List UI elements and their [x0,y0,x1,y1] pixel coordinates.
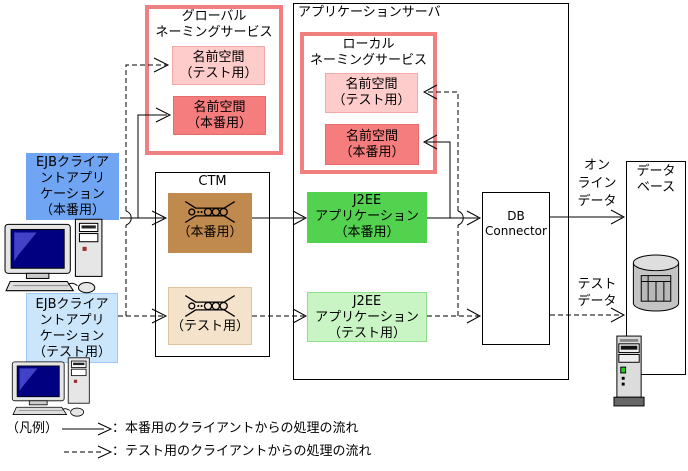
app-server-title: アプリケーションサーバ [298,5,441,20]
global-naming-title: グローバル ネーミングサービス [155,9,273,40]
global-namespace-prod-box: 名前空間 （本番用） [173,96,266,135]
test-data-label: テスト データ [577,277,617,309]
legend-title: （凡例） [6,421,59,436]
queue-icon [184,295,236,317]
db-connector-box: DB Connector [482,192,550,345]
local-naming-title: ローカル ネーミングサービス [309,37,427,68]
local-namespace-test-box: 名前空間 （テスト用） [325,73,418,113]
ctm-queue-test-label: （テスト用） [170,319,249,334]
computer-icon [4,218,103,294]
legend-solid-label: ：本番用のクライアントからの処理の流れ [112,421,359,436]
ctm-title: CTM [198,174,227,189]
ctm-queue-test-box: （テスト用） [168,287,252,345]
queue-icon [184,201,236,223]
database-title: データ ベース [636,164,676,195]
local-namespace-prod-box: 名前空間 （本番用） [325,124,419,165]
global-namespace-test-box: 名前空間 （テスト用） [172,46,265,85]
j2ee-app-prod-box: J2EE アプリケーション （本番用） [307,192,427,243]
database-cylinder-icon [632,254,680,312]
online-data-label: オン ライン データ [577,158,617,209]
db-connector-label: DB Connector [485,209,547,238]
ctm-queue-prod-label: （本番用） [177,225,243,240]
server-tower-icon [613,335,645,407]
j2ee-app-test-box: J2EE アプリケーション （テスト用） [307,292,427,342]
legend-dashed-label: ：テスト用のクライアントからの処理の流れ [112,444,372,459]
computer-icon [11,357,90,417]
ejb-client-test-box: EJBクライア ントアプリ ケーション （テスト用） [26,293,118,363]
ejb-client-prod-box: EJBクライア ントアプリ ケーション （本番用） [26,153,119,220]
ctm-queue-prod-box: （本番用） [168,193,252,253]
